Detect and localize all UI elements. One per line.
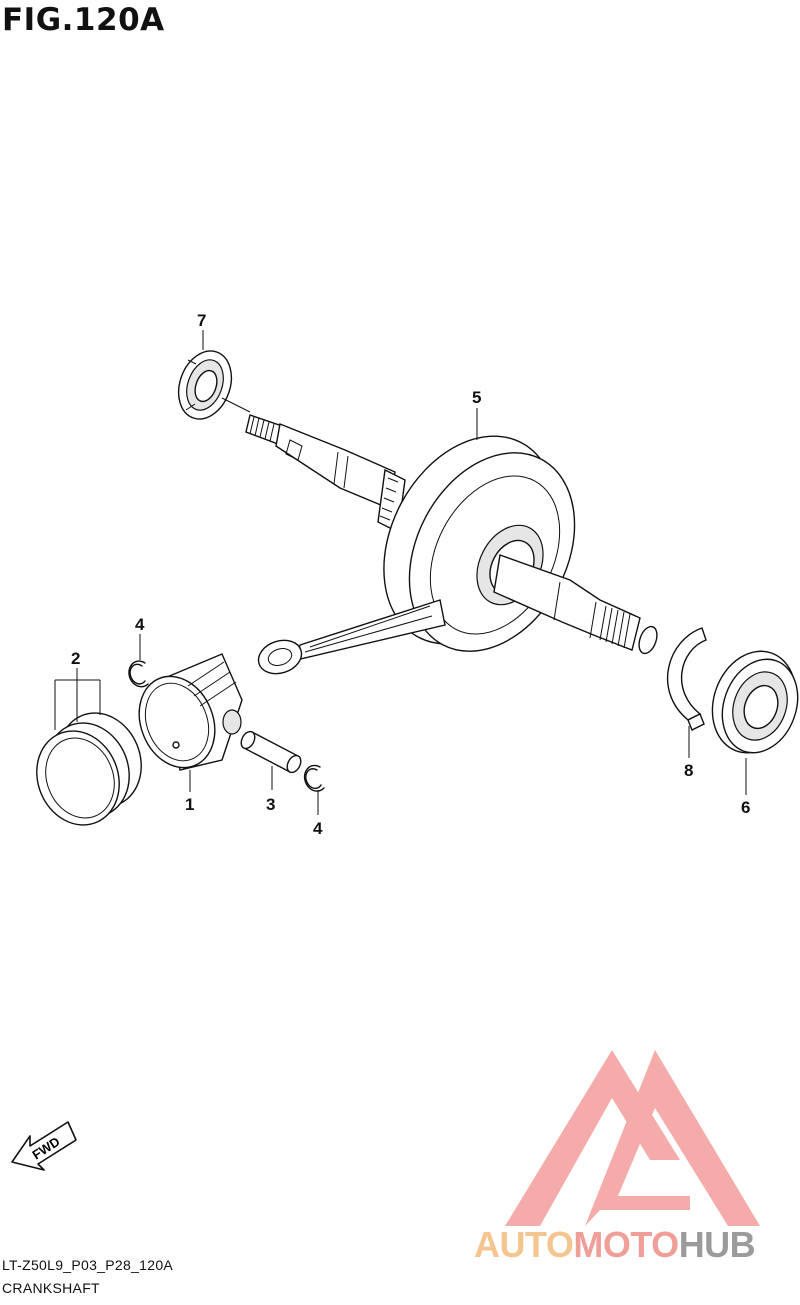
watermark-moto: MOTO <box>573 1224 679 1265</box>
callout-4-top: 4 <box>135 615 145 634</box>
oil-seal-part-7 <box>177 350 233 420</box>
watermark-auto: AUTO <box>474 1224 574 1265</box>
callout-4-bottom: 4 <box>313 819 323 838</box>
crankshaft-part-5 <box>245 414 658 675</box>
figure-name: CRANKSHAFT <box>2 1280 100 1296</box>
callout-2: 2 <box>71 649 80 668</box>
snap-ring-part-8 <box>666 627 707 731</box>
watermark-text: AUTOMOTOHUB <box>474 1224 756 1266</box>
leader-2 <box>54 668 101 730</box>
callout-8: 8 <box>684 761 693 780</box>
piston-part-1 <box>138 653 243 771</box>
callout-3: 3 <box>266 795 275 814</box>
figure-title: FIG.120A <box>2 2 165 38</box>
circlip-bottom-part-4 <box>303 764 325 792</box>
callout-5: 5 <box>472 388 481 407</box>
watermark-hub: HUB <box>678 1224 756 1265</box>
piston-pin-part-3 <box>240 730 302 774</box>
callout-6: 6 <box>741 798 750 817</box>
figure-code: LT-Z50L9_P03_P28_120A <box>2 1257 174 1273</box>
bearing-part-6 <box>711 650 799 754</box>
watermark-logo-icon <box>505 1050 760 1226</box>
callout-1: 1 <box>185 795 194 814</box>
circlip-top-part-4 <box>128 660 149 688</box>
callout-7: 7 <box>197 311 206 330</box>
piston-ring-set-part-2 <box>36 712 142 826</box>
fwd-arrow-icon: FWD <box>11 1121 77 1171</box>
